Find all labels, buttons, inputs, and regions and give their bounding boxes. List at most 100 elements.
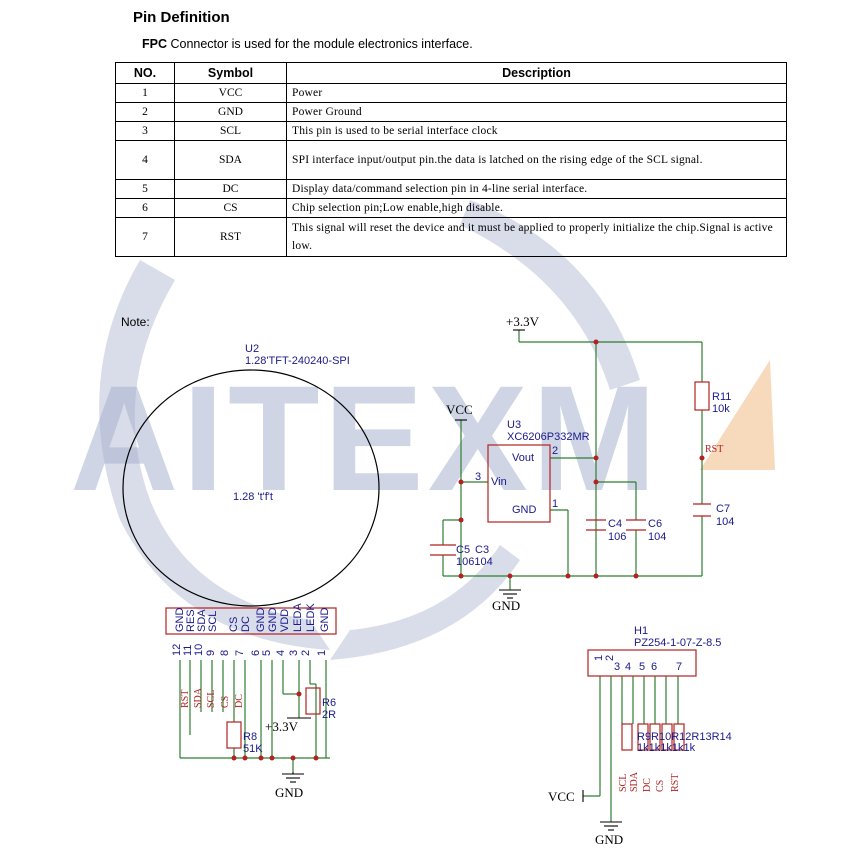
gnd-label-mid: GND [492,598,520,613]
fpc-pin-num: 10 [193,644,205,656]
vcc-label-h1: VCC [548,789,575,804]
gnd-label-left: GND [275,785,303,800]
net-label: SDA [629,771,640,792]
u3-ref: U3 [507,419,521,431]
table-row: 6 CS Chip selection pin;Low enable,high … [115,198,787,218]
r9-r14-label: R9R10R12R13R14 [637,731,732,743]
v33-top-label: +3.3V [506,314,540,329]
row-symbol: GND [174,102,287,122]
h1-name: PZ254-1-07-Z-8.5 [634,637,721,649]
fpc-pin-name: DC [240,616,252,632]
net-label: RST [180,690,191,708]
table-row: 3 SCL This pin is used to be serial inte… [115,121,787,141]
row-no: 7 [115,217,175,257]
r8-val: 51K [243,743,263,755]
rst-net-label: RST [705,444,723,455]
r11-ref: R11 [712,391,731,403]
net-label: CS [655,780,666,792]
pin-definition-table: NO. Symbol Description 1 VCC Power 2 GND… [115,62,787,257]
u2-ref: U2 [245,343,259,355]
net-label: SCL [206,690,217,708]
intro-rest: Connector is used for the module electro… [167,37,473,51]
row-desc: This signal will reset the device and it… [286,217,787,257]
c3-ref: C3 [475,544,489,556]
fpc-pin-num: 11 [182,645,194,656]
page-heading: Pin Definition [133,9,230,26]
fpc-pin-num: 12 [171,644,183,656]
h1-pin-num: 2 [604,655,616,661]
c7-val: 104 [716,516,734,528]
h1-pin-num: 6 [651,661,657,673]
net-label: CS [220,696,231,708]
table-row: 7 RST This signal will reset the device … [115,217,787,257]
h1-pin-num: 1 [593,655,605,661]
v33-left-label: +3.3V [265,719,299,734]
fpc-pin-num: 8 [219,650,231,656]
r8-ref: R8 [243,731,257,743]
net-label: SDA [193,687,204,708]
row-desc: Chip selection pin;Low enable,high disab… [286,198,787,218]
u3-pin3: 3 [475,471,481,483]
u3-name: XC6206P332MR [507,431,590,443]
r6-val: 2R [322,709,336,721]
h1-pin-num: 3 [614,661,620,673]
table-row: 4 SDA SPI interface input/output pin.the… [115,140,787,180]
fpc-pin-name: SCL [207,611,219,632]
intro-text: FPC Connector is used for the module ele… [142,37,473,51]
table-header-row: NO. Symbol Description [115,62,787,84]
fpc-pin-name: CS [228,617,240,632]
c5-ref: C5 [456,544,470,556]
table-row: 2 GND Power Ground [115,102,787,122]
fpc-pin-num: 1 [316,650,328,656]
fpc-pin-name: GND [174,608,186,633]
fpc-pin-name: GND [267,608,279,633]
net-label: DC [642,778,653,792]
h1-pin-num: 4 [625,661,631,673]
fpc-pin-name: LEDK [305,603,317,632]
fpc-pin-num: 2 [300,650,312,656]
u3-pin2: 2 [552,445,558,457]
row-symbol: RST [174,217,287,257]
fpc-pin-name: LEDA [292,603,304,632]
u3-gnd: GND [512,504,537,516]
h1-ref: H1 [634,625,648,637]
net-label: DC [234,694,245,708]
fpc-pin-num: 7 [234,650,246,656]
fpc-pin-num: 9 [205,650,217,656]
watermark-text: AITEXM [70,354,661,522]
fpc-pin-num: 6 [250,650,262,656]
note-label: Note: [121,315,150,329]
c4-ref: C4 [608,518,622,530]
c4-val: 106 [608,531,626,543]
h1-pin-num: 7 [676,661,682,673]
c7-ref: C7 [716,503,730,515]
c6-ref: C6 [648,518,662,530]
u3-vin: Vin [491,476,507,488]
fpc-pin-name: GND [255,608,267,633]
fpc-pin-name: RES [185,609,197,632]
c6-val: 104 [648,531,666,543]
h1-pin-num: 5 [639,661,645,673]
fpc-pin-num: 3 [288,650,300,656]
r11-val: 10k [712,403,730,415]
intro-bold: FPC [142,37,167,51]
c53-val: 106104 [456,556,493,568]
fpc-pin-num: 4 [275,650,287,656]
u3-vout: Vout [512,452,534,464]
net-label: RST [670,774,681,792]
r6-ref: R6 [322,697,336,709]
u2-center-label: 1.28 't'f't [233,491,273,503]
u2-name: 1.28'TFT-240240-SPI [245,355,350,367]
fpc-pin-name: VDD [279,609,291,632]
u3-pin1: 1 [552,498,558,510]
fpc-pin-name: GND [319,608,331,633]
fpc-pin-name: SDA [196,609,208,632]
vcc-label: VCC [446,402,473,417]
row-desc: SPI interface input/output pin.the data … [286,140,787,180]
header-description: Description [286,62,787,84]
r9-r14-values: 1k1k1k1k1k [637,742,696,754]
fpc-pin-num: 5 [261,650,273,656]
net-label: SCL [618,774,629,792]
